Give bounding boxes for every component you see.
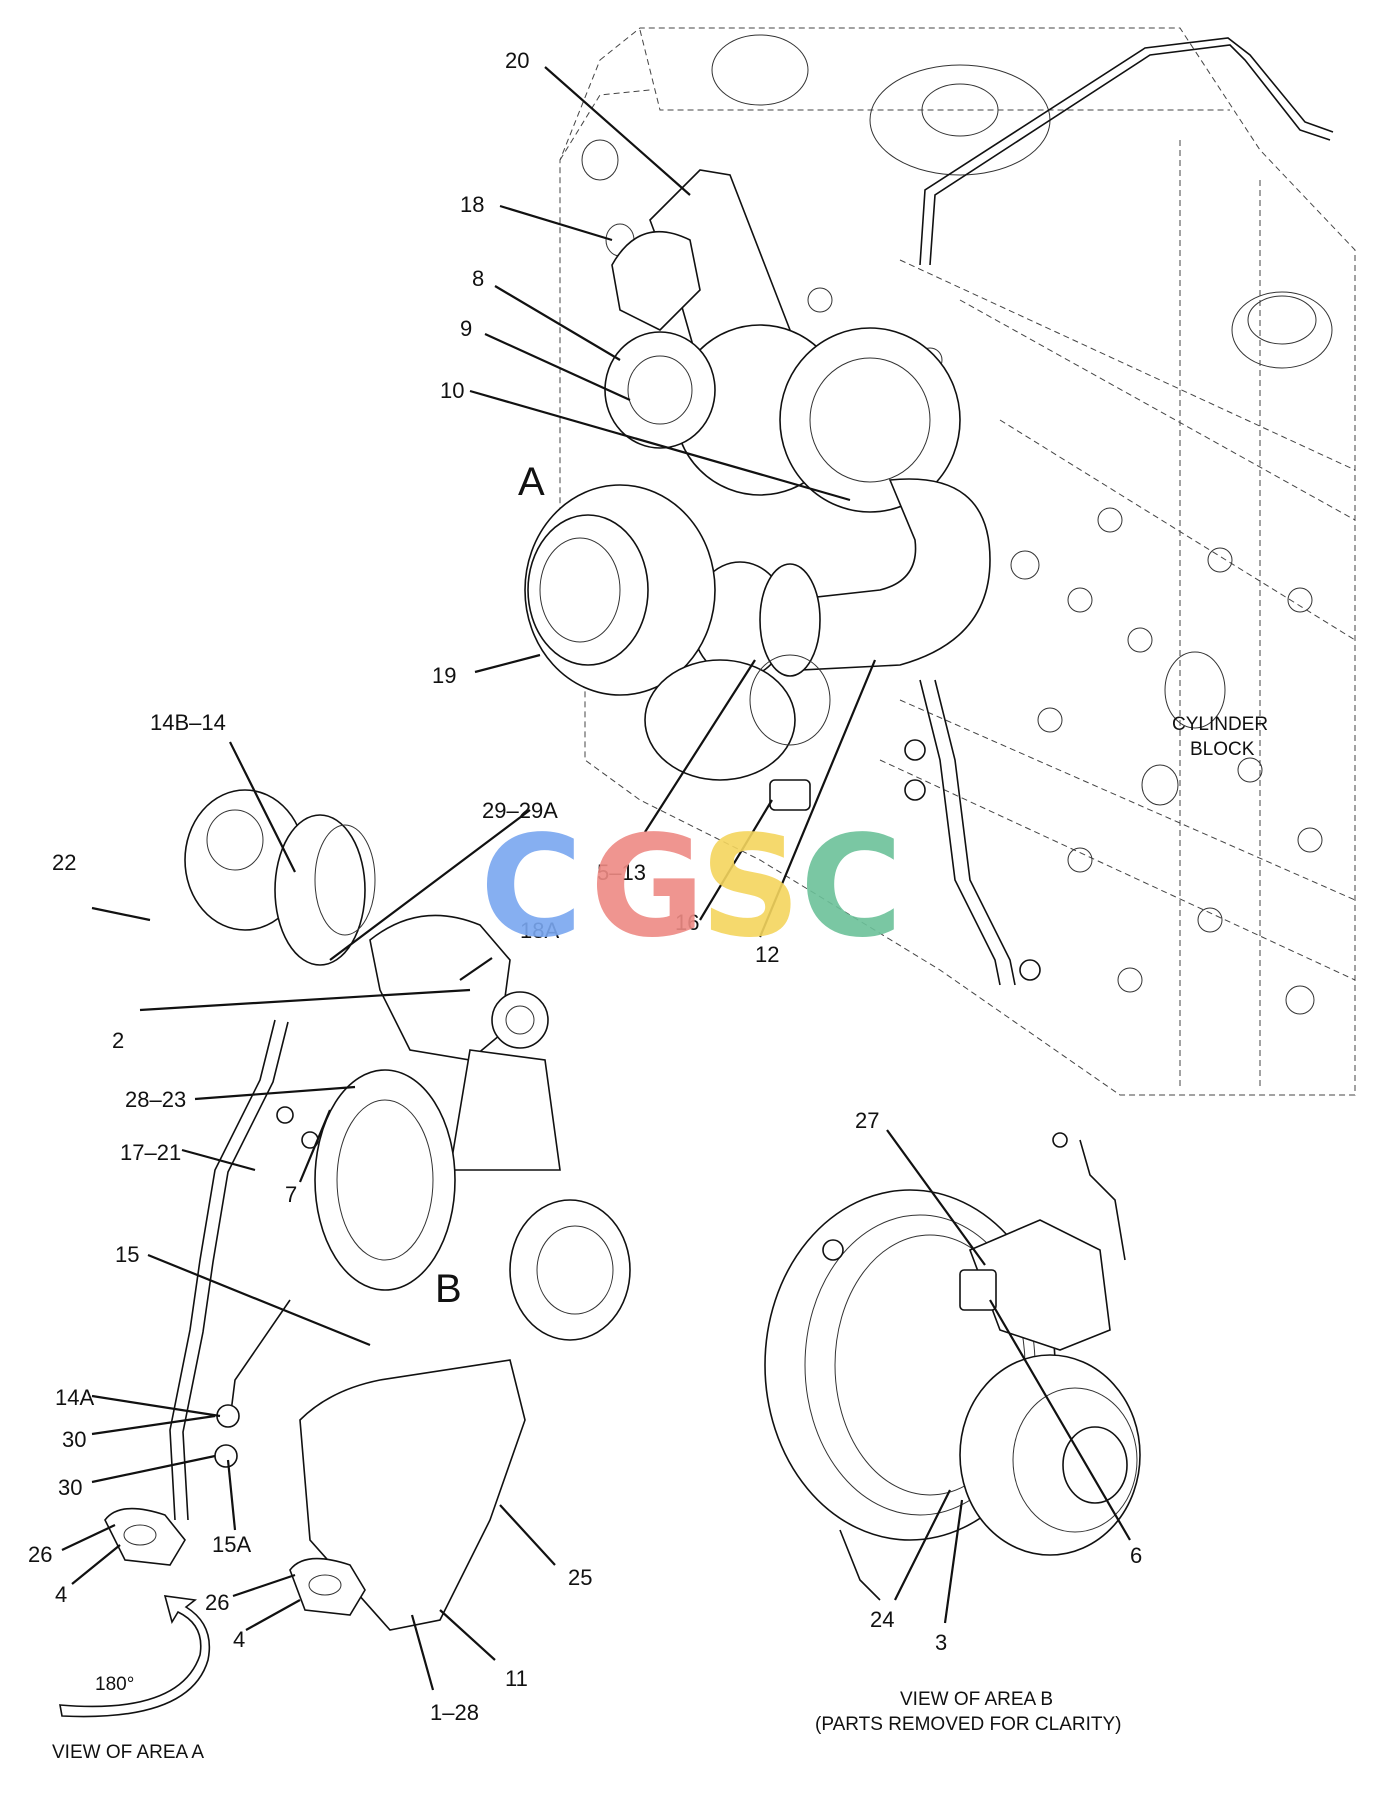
watermark-letter-1: C xyxy=(480,806,583,969)
callout-11: 11 xyxy=(505,1666,528,1691)
callout-15a: 15A xyxy=(212,1532,251,1557)
callout-4-center: 4 xyxy=(233,1627,245,1652)
callout-26-left: 26 xyxy=(28,1542,52,1567)
callout-27: 27 xyxy=(855,1108,879,1133)
callout-7: 7 xyxy=(285,1182,297,1207)
callout-24: 24 xyxy=(870,1607,894,1632)
callout-9: 9 xyxy=(460,316,472,341)
view-area-b-caption-line1: VIEW OF AREA B xyxy=(900,1689,1053,1710)
callout-8: 8 xyxy=(472,266,484,291)
callout-1-28: 1–28 xyxy=(430,1700,479,1725)
watermark-logo: C G S C xyxy=(480,806,903,969)
callout-5-13: 5–13 xyxy=(597,860,646,885)
turbocharger-assembly-top xyxy=(524,169,1041,986)
callout-4-left: 4 xyxy=(55,1582,67,1607)
callout-2: 2 xyxy=(112,1028,124,1053)
callout-12: 12 xyxy=(755,942,779,967)
rotation-label: 180° xyxy=(95,1674,134,1695)
callout-28-23: 28–23 xyxy=(125,1087,186,1112)
callout-30-upper: 30 xyxy=(62,1427,86,1452)
view-letter-b: B xyxy=(435,1267,462,1311)
callout-26-center: 26 xyxy=(205,1590,229,1615)
view-area-b-caption-line2: (PARTS REMOVED FOR CLARITY) xyxy=(815,1714,1122,1735)
callout-19: 19 xyxy=(432,663,456,688)
view-a-drawing xyxy=(104,789,631,1631)
view-labels: A B CYLINDER BLOCK 180° VIEW OF AREA A V… xyxy=(52,460,1268,1763)
callout-18a: 18A xyxy=(520,918,559,943)
watermark-letter-4: C xyxy=(800,806,903,969)
callout-22: 22 xyxy=(52,850,76,875)
view-letter-a: A xyxy=(518,460,545,504)
watermark-letter-3: S xyxy=(700,806,801,969)
callout-labels: 20 18 8 9 10 19 14B–14 22 29–29A 5–13 16… xyxy=(28,48,1142,1725)
callout-30-lower: 30 xyxy=(58,1475,82,1500)
engine-block-drawing xyxy=(559,27,1356,1096)
leader-lines xyxy=(61,66,1131,1691)
callout-6: 6 xyxy=(1130,1543,1142,1568)
callout-3: 3 xyxy=(935,1630,947,1655)
callout-17-21: 17–21 xyxy=(120,1140,181,1165)
callout-29-29a: 29–29A xyxy=(482,798,558,823)
callout-25: 25 xyxy=(568,1565,592,1590)
view-area-a-caption: VIEW OF AREA A xyxy=(52,1742,204,1763)
view-b-drawing xyxy=(764,1132,1141,1601)
cylinder-block-label-line2: BLOCK xyxy=(1190,739,1255,760)
callout-14a: 14A xyxy=(55,1385,94,1410)
rotation-arrow-icon xyxy=(59,1595,211,1718)
callout-16: 16 xyxy=(675,910,699,935)
watermark-letter-2: G xyxy=(590,806,705,969)
callout-20: 20 xyxy=(505,48,529,73)
cylinder-block-label-line1: CYLINDER xyxy=(1172,714,1268,735)
callout-10: 10 xyxy=(440,378,464,403)
callout-15: 15 xyxy=(115,1242,139,1267)
callout-14b-14: 14B–14 xyxy=(150,710,226,735)
callout-18: 18 xyxy=(460,192,484,217)
